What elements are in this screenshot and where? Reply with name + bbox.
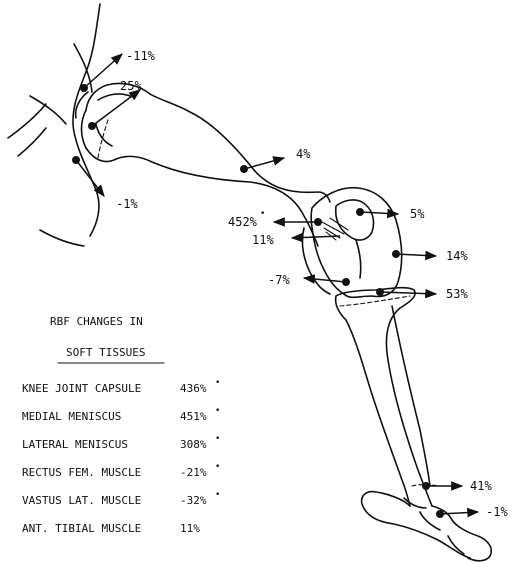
row-tissue: VASTUS LAT. MUSCLE [22, 494, 141, 507]
label-hip-lower: -1% [116, 197, 138, 211]
panel-title-line1: RBF CHANGES IN [50, 315, 143, 328]
arrow-knee-right [392, 250, 436, 258]
panel-title-line2: SOFT TISSUES [66, 346, 145, 359]
row-tissue: LATERAL MENISCUS [22, 438, 128, 451]
arrow-ankle-upper [422, 482, 462, 490]
pelvis-outline [8, 4, 100, 246]
row-significance-mark: • [215, 434, 220, 444]
label-knee-fat-pad: 11% [252, 233, 274, 247]
label-knee-right: 14% [446, 249, 468, 263]
row-value: 436% [180, 382, 207, 395]
row-value: 308% [180, 438, 207, 451]
row-value: 11% [180, 522, 200, 535]
label-knee-capsule: 452% [228, 215, 258, 229]
label-tibia-growth: 53% [446, 287, 468, 301]
row-value: -21% [180, 466, 207, 479]
row-significance-mark: • [215, 490, 220, 500]
label-ankle-lower: -1% [486, 505, 508, 519]
row-value: 451% [180, 410, 207, 423]
tibia-outline [336, 288, 438, 506]
label-hip-upper: -11% [126, 49, 156, 63]
row-significance-mark: • [215, 378, 220, 388]
arrow-knee-capsule [274, 218, 322, 226]
label-hip-head: 25% [120, 79, 142, 93]
panel-row: MEDIAL MENISCUS 451% • [22, 406, 220, 423]
row-value: -32% [180, 494, 207, 507]
label-femur-shaft: 4% [296, 147, 311, 161]
row-tissue: KNEE JOINT CAPSULE [22, 382, 141, 395]
label-knee-left: -7% [268, 273, 290, 287]
label-knee-capsule-asterisk: • [260, 209, 265, 219]
panel-row: VASTUS LAT. MUSCLE -32% • [22, 490, 220, 507]
arrow-ankle-lower [436, 510, 478, 518]
panel-row: LATERAL MENISCUS 308% • [22, 434, 220, 451]
row-tissue: ANT. TIBIAL MUSCLE [22, 522, 141, 535]
panel-row: ANT. TIBIAL MUSCLE 11% [22, 522, 200, 535]
label-ankle-upper: 41% [470, 479, 492, 493]
row-tissue: RECTUS FEM. MUSCLE [22, 466, 141, 479]
foot-outline [362, 492, 492, 561]
panel-row: RECTUS FEM. MUSCLE -21% • [22, 462, 220, 479]
arrow-hip-head [88, 90, 140, 130]
arrow-knee-left [304, 278, 350, 286]
row-tissue: MEDIAL MENISCUS [22, 410, 121, 423]
panel-row: KNEE JOINT CAPSULE 436% • [22, 378, 220, 395]
row-significance-mark: • [215, 406, 220, 416]
arrow-hip-lower [72, 156, 104, 196]
label-patella-right: 5% [410, 207, 425, 221]
row-significance-mark: • [215, 462, 220, 472]
rbf-panel: RBF CHANGES IN SOFT TISSUES KNEE JOINT C… [22, 315, 220, 535]
